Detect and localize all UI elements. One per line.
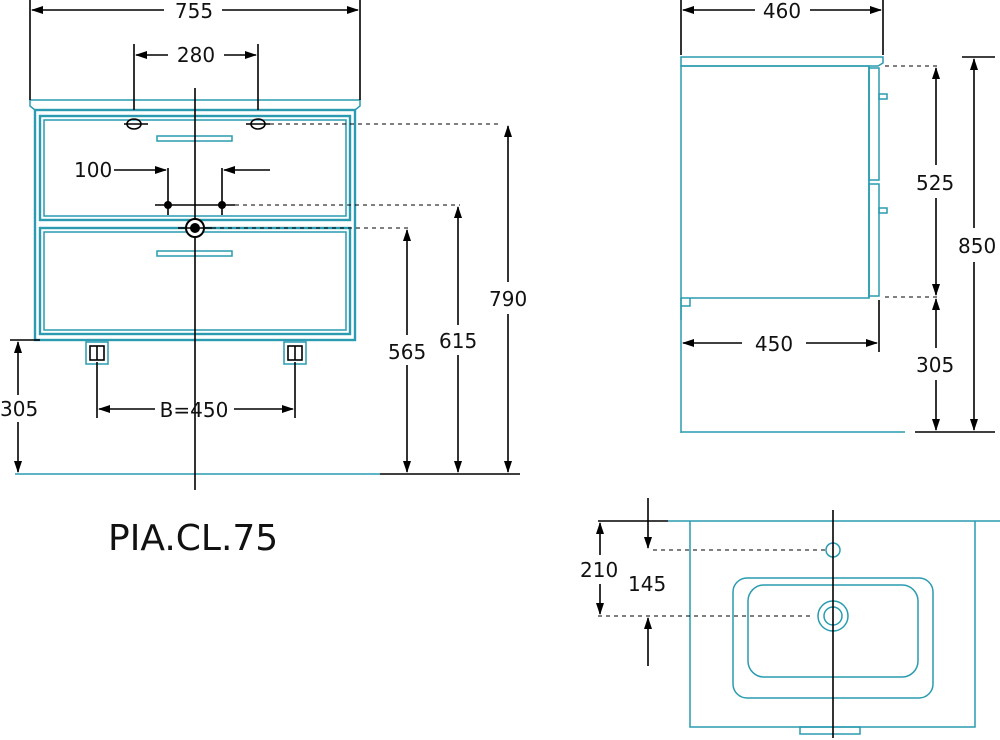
side-drawer-front-upper xyxy=(868,67,880,181)
dim-leg-height-front: 305 xyxy=(0,397,38,421)
dim-waste-height: 565 xyxy=(388,340,426,364)
side-view: 460 450 525 305 850 xyxy=(680,0,996,433)
tap-hole-left xyxy=(124,118,148,130)
dim-cabinet-depth: 450 xyxy=(755,332,793,356)
dim-top-height: 790 xyxy=(489,287,527,311)
dim-depth: 460 xyxy=(763,0,801,23)
waste-point-left xyxy=(164,201,172,209)
left-leg xyxy=(85,341,109,365)
side-cabinet xyxy=(680,65,870,299)
dim-tap-spacing: 280 xyxy=(177,43,215,67)
side-drawer-front-lower xyxy=(868,183,880,297)
dim-leg-height-side: 305 xyxy=(916,353,954,377)
dim-width: 755 xyxy=(175,0,213,23)
dim-cabinet-height: 525 xyxy=(916,171,954,195)
side-countertop xyxy=(680,56,884,67)
tap-hole-right xyxy=(246,118,270,130)
top-view: 210 145 xyxy=(580,498,1000,738)
dim-waste-offset: 100 xyxy=(74,158,112,182)
waste-point-right xyxy=(218,201,226,209)
dim-waste-distance: 145 xyxy=(628,572,666,596)
dim-leg-spacing: B=450 xyxy=(160,398,229,422)
front-view: 280 755 100 B=450 305 xyxy=(0,0,527,490)
dim-tap-distance: 210 xyxy=(580,558,618,582)
dim-total-height: 850 xyxy=(958,234,996,258)
model-label: PIA.CL.75 xyxy=(108,518,278,559)
right-leg xyxy=(283,341,307,365)
dim-tap-height: 615 xyxy=(439,329,477,353)
